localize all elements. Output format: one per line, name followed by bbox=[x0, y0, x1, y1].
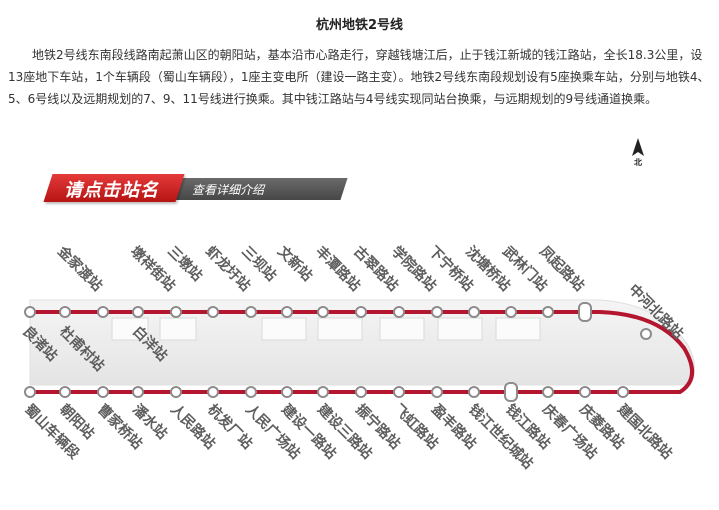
station-marker[interactable] bbox=[468, 306, 480, 318]
banner-sub-text[interactable]: 查看详细介绍 bbox=[192, 183, 265, 197]
line-2-track bbox=[30, 310, 694, 394]
station-marker[interactable] bbox=[317, 386, 329, 398]
station-marker[interactable] bbox=[579, 386, 591, 398]
station-marker[interactable] bbox=[132, 306, 144, 318]
bottom-station-16[interactable]: 建国北路站 bbox=[614, 386, 676, 463]
station-marker[interactable] bbox=[281, 386, 293, 398]
banner-main-text: 请点击站名 bbox=[64, 180, 159, 201]
station-label[interactable]: 文新站 bbox=[274, 243, 316, 285]
transfer-station-marker[interactable] bbox=[504, 382, 518, 402]
transfer-station-marker[interactable] bbox=[578, 302, 592, 322]
station-marker[interactable] bbox=[393, 306, 405, 318]
station-label[interactable]: 建国北路站 bbox=[614, 401, 676, 463]
station-marker[interactable] bbox=[97, 306, 109, 318]
north-label: 北 bbox=[634, 157, 642, 166]
station-marker[interactable] bbox=[24, 306, 36, 318]
station-marker[interactable] bbox=[170, 386, 182, 398]
station-marker[interactable] bbox=[617, 386, 629, 398]
intro-paragraph: 地铁2号线东南段线路南起萧山区的朝阳站，基本沿市心路走行，穿越钱塘江后，止于钱江… bbox=[8, 48, 710, 106]
page-title: 杭州地铁2号线 bbox=[315, 18, 404, 33]
station-marker[interactable] bbox=[542, 306, 554, 318]
station-marker[interactable] bbox=[542, 386, 554, 398]
station-marker[interactable] bbox=[24, 386, 36, 398]
station-marker[interactable] bbox=[245, 386, 257, 398]
station-marker[interactable] bbox=[393, 386, 405, 398]
station-marker[interactable] bbox=[505, 306, 517, 318]
station-marker[interactable] bbox=[317, 306, 329, 318]
station-marker[interactable] bbox=[132, 386, 144, 398]
station-marker[interactable] bbox=[245, 306, 257, 318]
station-label[interactable]: 金家渡站 bbox=[53, 242, 105, 294]
north-arrow-icon: 北 bbox=[632, 138, 644, 166]
station-marker[interactable] bbox=[468, 386, 480, 398]
station-marker[interactable] bbox=[170, 306, 182, 318]
station-marker[interactable] bbox=[355, 306, 367, 318]
station-marker[interactable] bbox=[59, 306, 71, 318]
station-marker[interactable] bbox=[207, 386, 219, 398]
station-marker[interactable] bbox=[431, 306, 443, 318]
station-marker[interactable] bbox=[59, 386, 71, 398]
station-marker[interactable] bbox=[355, 386, 367, 398]
station-marker[interactable] bbox=[640, 328, 652, 340]
station-marker[interactable] bbox=[281, 306, 293, 318]
station-marker[interactable] bbox=[97, 386, 109, 398]
station-marker[interactable] bbox=[431, 386, 443, 398]
station-marker[interactable] bbox=[207, 306, 219, 318]
